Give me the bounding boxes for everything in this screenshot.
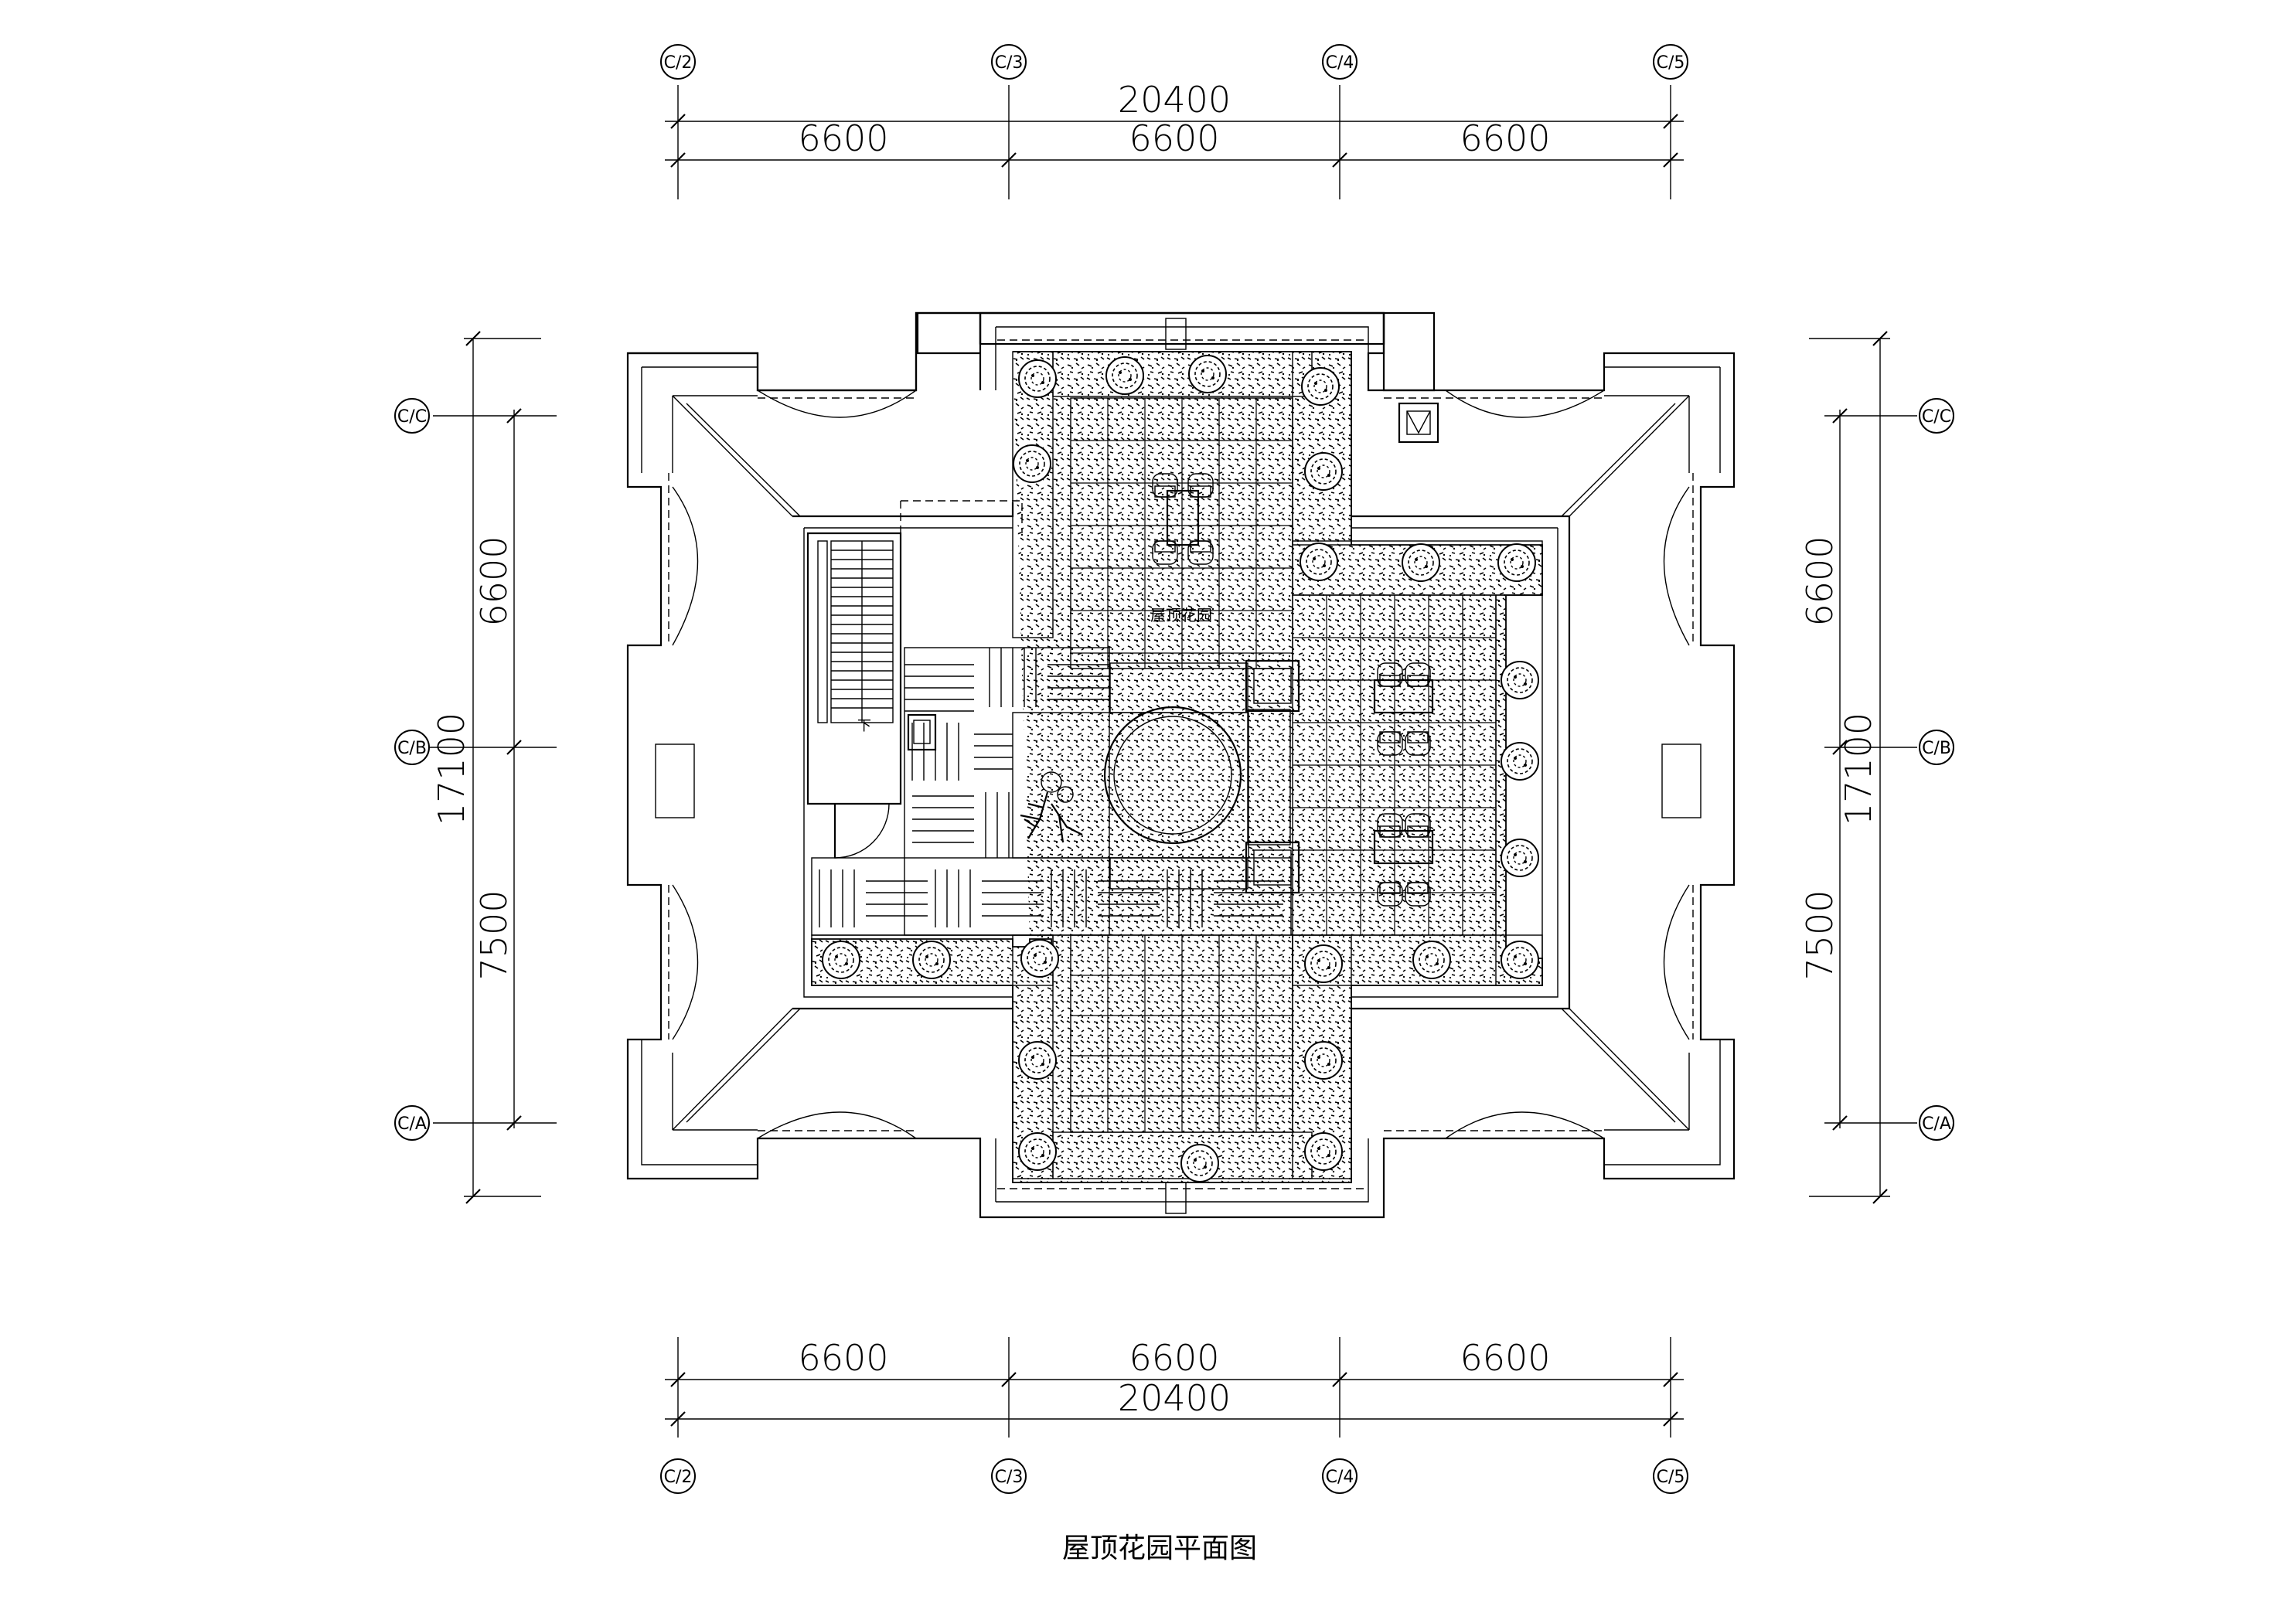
axis-bubble-left-cb: C/B bbox=[394, 730, 430, 765]
axis-bubble-bottom-c4: C/4 bbox=[1322, 1458, 1358, 1494]
left-bay-depth-label-1: 6600 bbox=[473, 536, 515, 626]
bottom-dimension-group bbox=[665, 1337, 1684, 1438]
svg-text:C/A: C/A bbox=[1922, 1114, 1951, 1134]
tree-symbol bbox=[1020, 771, 1083, 843]
svg-text:C/5: C/5 bbox=[1657, 53, 1685, 73]
vent-box-left bbox=[907, 713, 937, 751]
top-bay-width-label-2: 6600 bbox=[1129, 117, 1219, 159]
svg-text:C/3: C/3 bbox=[995, 53, 1024, 73]
dining-set-right-1 bbox=[1373, 662, 1434, 756]
axis-bubble-left-ca: C/A bbox=[394, 1105, 430, 1141]
axis-bubble-top-c3: C/3 bbox=[991, 44, 1027, 80]
central-plaza bbox=[1012, 659, 1300, 894]
axis-bubble-top-c2: C/2 bbox=[660, 44, 696, 80]
bottom-bay-width-label-2: 6600 bbox=[1129, 1337, 1219, 1379]
axis-bubble-bottom-c5: C/5 bbox=[1653, 1458, 1688, 1494]
top-tiled-deck bbox=[1070, 397, 1293, 669]
right-bay-depth-label-2: 7500 bbox=[1799, 890, 1841, 980]
bottom-bay-width-label-3: 6600 bbox=[1460, 1337, 1550, 1379]
drawing-title: 屋顶花园平面图 bbox=[1062, 1533, 1257, 1564]
bottom-bay-width-label-1: 6600 bbox=[798, 1337, 888, 1379]
axis-bubble-right-cb: C/B bbox=[1919, 730, 1954, 765]
bottom-overall-width-label: 20400 bbox=[1118, 1377, 1231, 1419]
right-dimension-group bbox=[1809, 331, 1917, 1204]
axis-bubble-bottom-c2: C/2 bbox=[660, 1458, 696, 1494]
svg-text:C/4: C/4 bbox=[1326, 53, 1354, 73]
svg-text:C/C: C/C bbox=[1922, 407, 1951, 427]
room-label: 屋顶花园 bbox=[1150, 606, 1212, 624]
left-overall-depth-label: 17100 bbox=[431, 713, 472, 825]
stair-down-label: 下 bbox=[857, 718, 871, 734]
svg-text:C/4: C/4 bbox=[1326, 1468, 1354, 1487]
right-overall-depth-label: 17100 bbox=[1838, 713, 1879, 825]
dining-set-top bbox=[1152, 473, 1214, 565]
svg-text:C/C: C/C bbox=[397, 407, 427, 427]
planting-beds bbox=[811, 351, 1543, 1183]
axis-bubble-top-c5: C/5 bbox=[1653, 44, 1688, 80]
svg-text:C/A: C/A bbox=[397, 1114, 427, 1134]
axis-bubble-left-cc: C/C bbox=[394, 398, 430, 434]
staircase bbox=[806, 500, 1023, 859]
svg-text:C/3: C/3 bbox=[995, 1468, 1024, 1487]
vent-box-top-right bbox=[1398, 402, 1439, 444]
dining-set-right-2 bbox=[1373, 813, 1434, 907]
svg-text:C/B: C/B bbox=[1922, 739, 1951, 758]
svg-text:C/2: C/2 bbox=[664, 53, 693, 73]
axis-bubble-right-cc: C/C bbox=[1919, 398, 1954, 434]
svg-text:C/5: C/5 bbox=[1657, 1468, 1685, 1487]
left-dimension-group bbox=[402, 331, 557, 1204]
top-overall-width-label: 20400 bbox=[1118, 79, 1231, 121]
building-outline bbox=[626, 311, 1736, 1219]
top-dimension-group bbox=[665, 85, 1684, 199]
axis-bubble-bottom-c3: C/3 bbox=[991, 1458, 1027, 1494]
svg-text:C/B: C/B bbox=[397, 739, 427, 758]
top-bay-width-label-3: 6600 bbox=[1460, 117, 1550, 159]
svg-text:C/2: C/2 bbox=[664, 1468, 693, 1487]
axis-bubble-top-c4: C/4 bbox=[1322, 44, 1358, 80]
top-bay-width-label-1: 6600 bbox=[798, 117, 888, 159]
axis-bubble-right-ca: C/A bbox=[1919, 1105, 1954, 1141]
left-bay-depth-label-2: 7500 bbox=[473, 890, 515, 980]
right-bay-depth-label-1: 6600 bbox=[1799, 536, 1841, 626]
